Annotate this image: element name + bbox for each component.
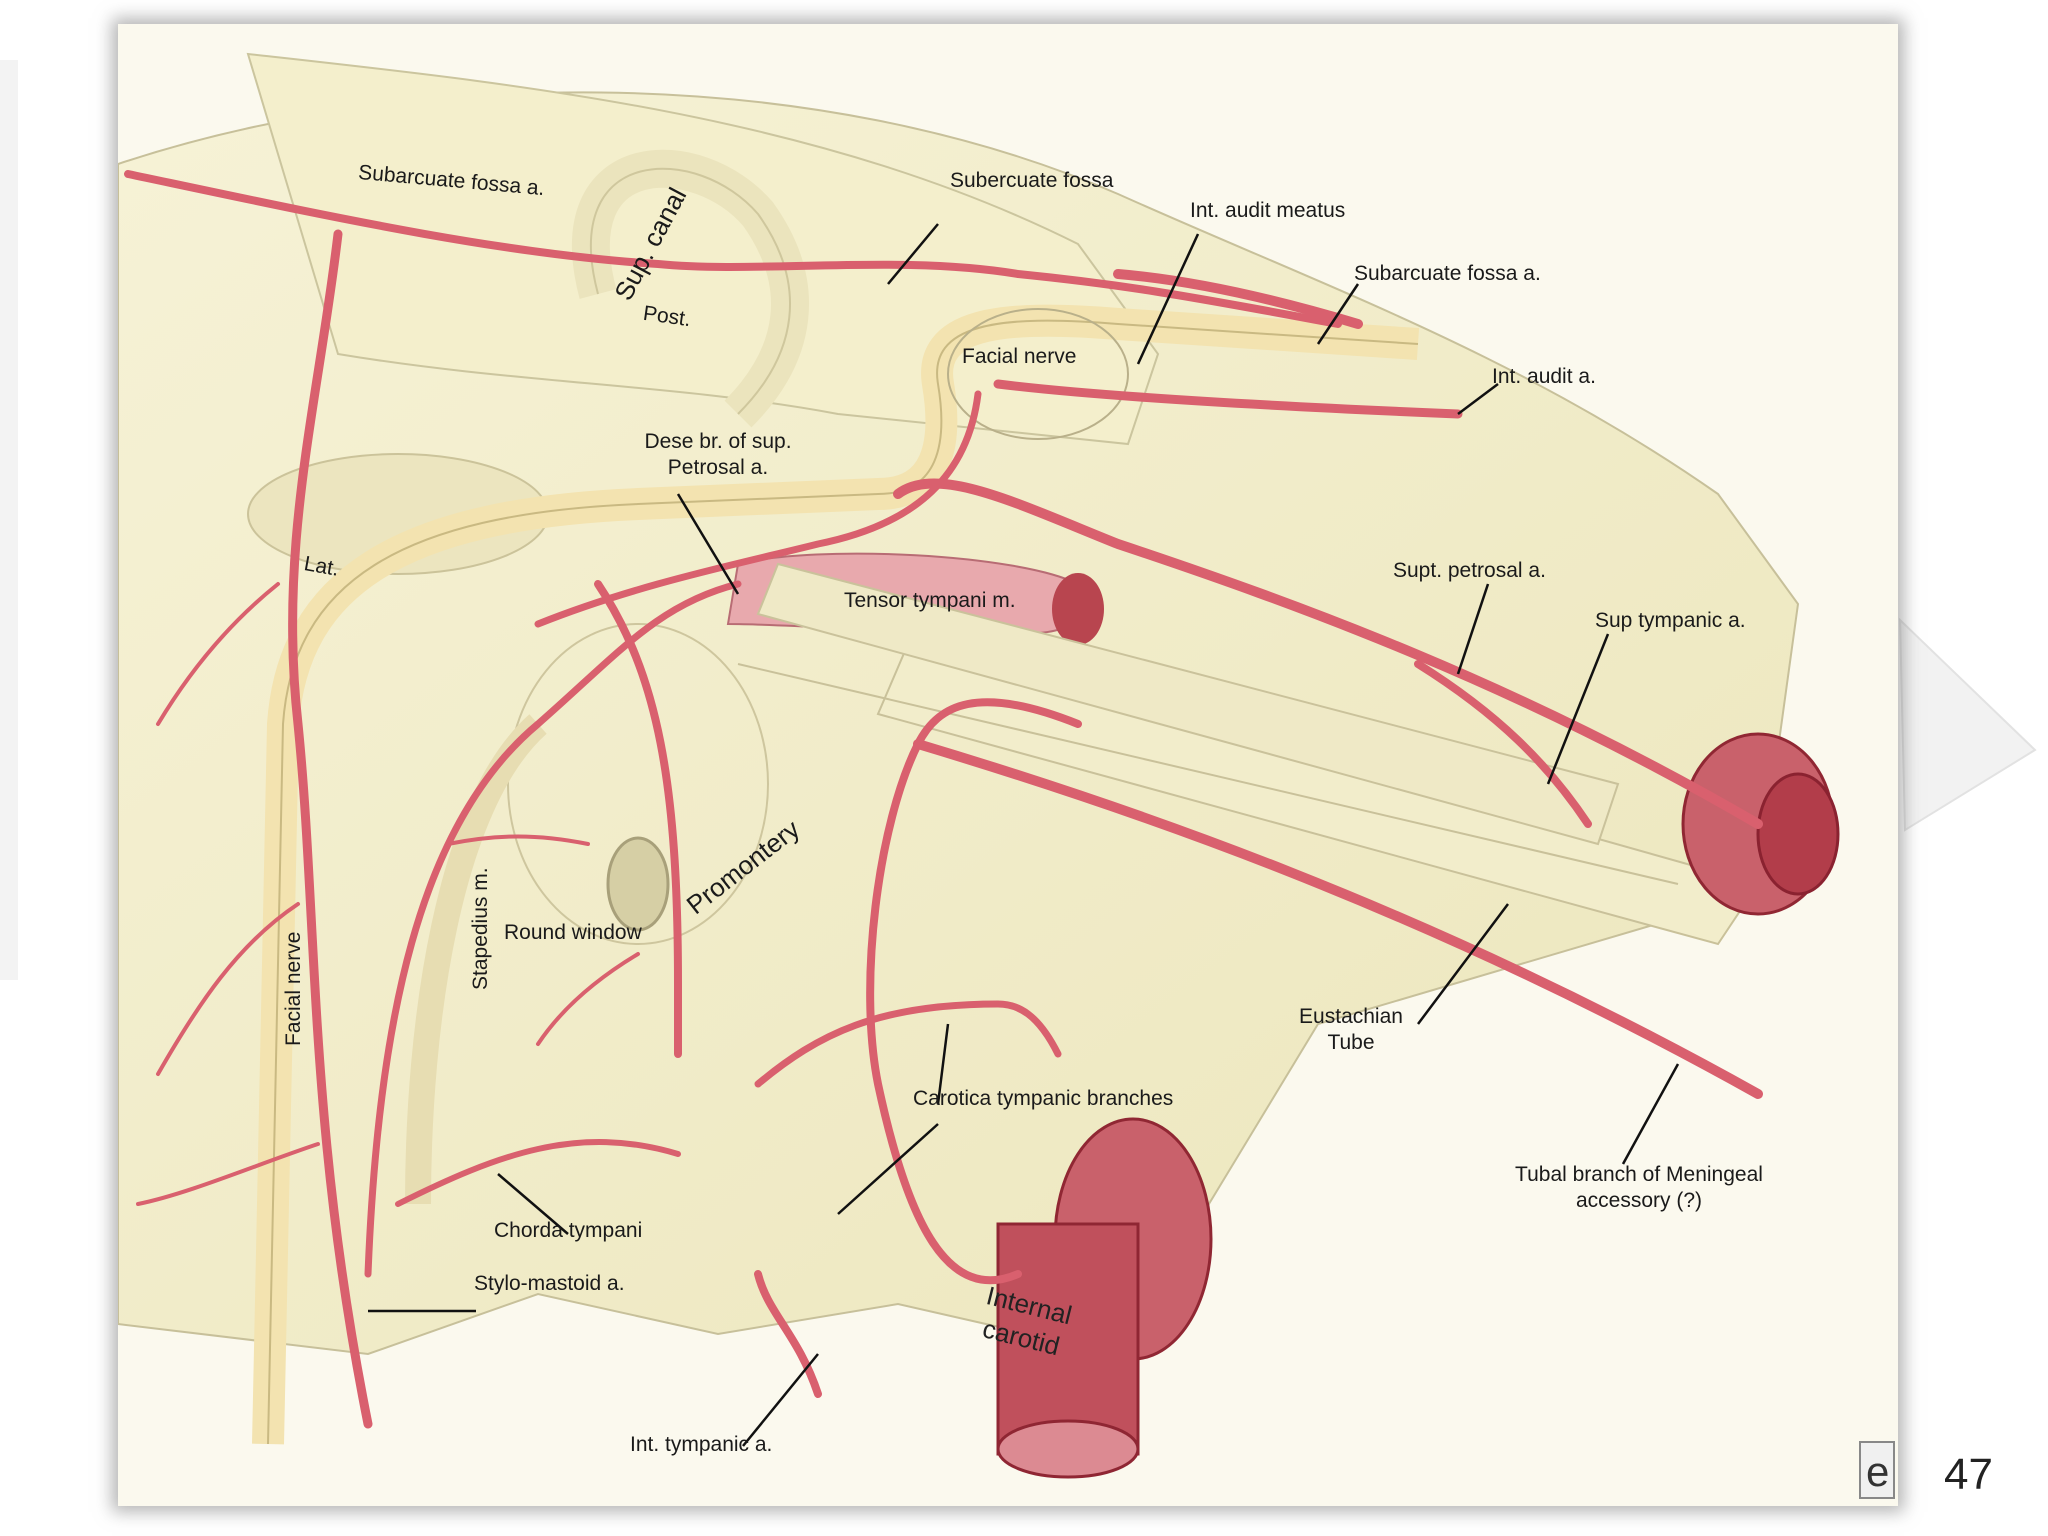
anatomy-figure: e Subarcuate fossa a. Sup. canal Post. S… <box>118 24 1898 1506</box>
label-eustachian-tube: Eustachian Tube <box>1299 1005 1403 1055</box>
carotica-tympanic-artery <box>866 698 1082 1285</box>
promontory-artery <box>594 580 683 1058</box>
tubal-artery <box>913 739 1763 1099</box>
stapedius-canal <box>405 714 547 1205</box>
label-facial-nerve-vertical: Facial nerve <box>282 931 305 1046</box>
label-stapedius: Stapedius m. <box>469 867 492 990</box>
svg-text:e: e <box>1866 1448 1889 1495</box>
subarcuate-fossa-artery-right <box>1113 269 1363 329</box>
label-subarcuate-fossa-a-right: Subarcuate fossa a. <box>1354 262 1541 285</box>
label-int-tympanic: Int. tympanic a. <box>630 1433 773 1456</box>
supt-petrosal-artery <box>893 478 1763 829</box>
label-carotica-tympanic: Carotica tympanic branches <box>913 1087 1174 1110</box>
dese-branch-artery <box>534 390 982 628</box>
round-window <box>606 836 670 932</box>
promontory <box>507 623 769 945</box>
label-dese-br: Dese br. of sup. Petrosal a. <box>644 430 792 480</box>
label-subercuate-fossa: Subercuate fossa <box>950 169 1114 192</box>
e-logo-icon: e <box>1859 1441 1895 1499</box>
label-tensor-tympani: Tensor tympani m. <box>844 589 1016 612</box>
subarcuate-fossa-artery-left <box>124 170 1342 328</box>
label-tubal-branch: Tubal branch of Meningeal accessory (?) <box>1515 1163 1763 1213</box>
label-int-audit-meatus: Int. audit meatus <box>1190 199 1346 222</box>
carotica-branch-2 <box>754 1000 1062 1088</box>
int-audit-artery <box>993 379 1463 419</box>
label-chorda-tympani: Chorda tympani <box>494 1219 643 1242</box>
tensor-canal <box>756 562 1620 846</box>
label-stylo-mastoid: Stylo-mastoid a. <box>474 1272 625 1295</box>
label-lat: Lat. <box>302 552 341 581</box>
internal-carotid-shaft <box>996 1222 1140 1456</box>
internal-auditory-meatus <box>947 308 1129 440</box>
label-sup-tympanic: Sup tympanic a. <box>1595 609 1746 632</box>
page-number: 47 <box>1944 1450 1993 1499</box>
middle-ear-vasculature-illustration: e <box>118 24 1898 1506</box>
chorda-branch <box>395 1139 681 1207</box>
stylo-mastoid-artery <box>288 229 373 1429</box>
label-supt-petrosal: Supt. petrosal a. <box>1393 559 1546 582</box>
label-facial-nerve-top: Facial nerve <box>962 345 1077 368</box>
facial-branch-artery <box>364 580 742 1278</box>
label-round-window: Round window <box>504 921 642 944</box>
sup-tympanic-artery <box>1414 660 1592 828</box>
label-int-audit-a: Int. audit a. <box>1492 365 1596 388</box>
int-tympanic-artery <box>754 1270 822 1398</box>
